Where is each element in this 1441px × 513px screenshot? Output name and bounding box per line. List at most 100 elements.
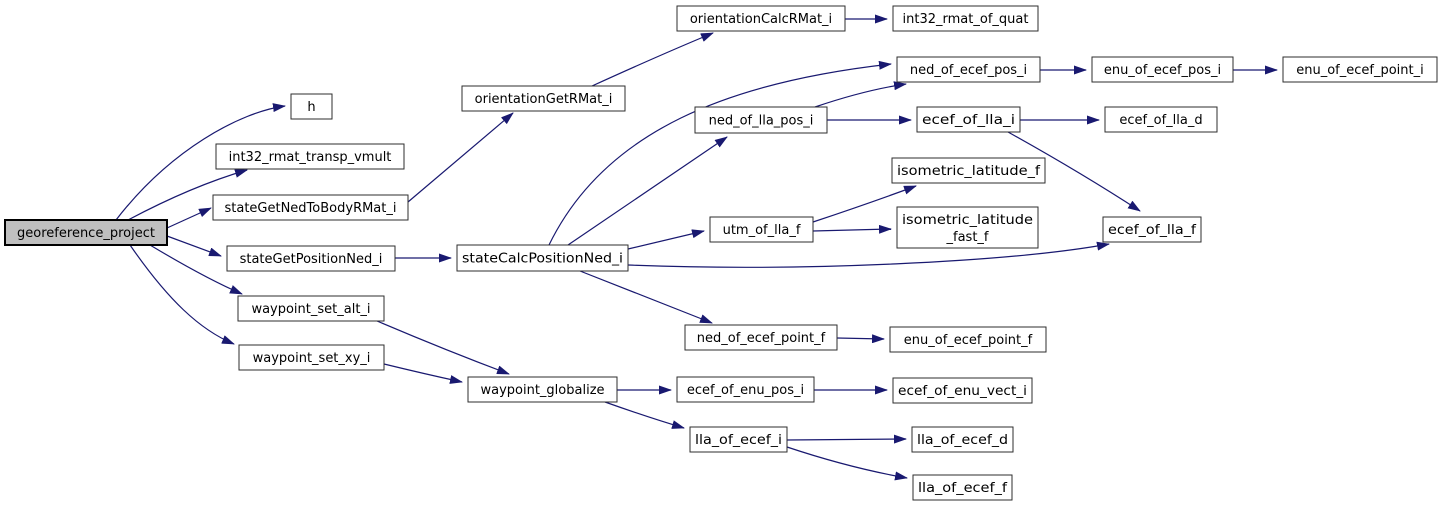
node-isometric_latitude_f[interactable]: isometric_latitude_f xyxy=(891,157,1046,184)
node-box-waypoint_set_xy_i xyxy=(238,344,385,371)
node-label-ned_of_lla_pos_i: ned_of_lla_pos_i xyxy=(709,114,814,129)
node-orientationGetRMat_i[interactable]: orientationGetRMat_i xyxy=(461,85,626,112)
node-utm_of_lla_f[interactable]: utm_of_lla_f xyxy=(709,216,814,243)
node-label-ned_of_ecef_pos_i: ned_of_ecef_pos_i xyxy=(910,63,1027,78)
node-label-waypoint_set_alt_i: waypoint_set_alt_i xyxy=(251,302,370,317)
node-enu_of_ecef_point_i[interactable]: enu_of_ecef_point_i xyxy=(1282,56,1438,83)
node-label-enu_of_ecef_pos_i: enu_of_ecef_pos_i xyxy=(1104,63,1221,78)
node-ned_of_ecef_pos_i[interactable]: ned_of_ecef_pos_i xyxy=(896,56,1041,83)
edge-orientationGetRMat_i-to-orientationCalcRMat_i xyxy=(591,32,714,87)
node-box-enu_of_ecef_pos_i xyxy=(1091,56,1234,83)
nodes-layer: georeference_project h int32_rmat_transp_v… xyxy=(4,5,1438,501)
node-label-int32_rmat_transp_vmult: int32_rmat_transp_vmult xyxy=(229,150,392,165)
edge-stateCalcPositionNed_i-to-ecef_of_lla_f xyxy=(627,241,1110,268)
node-ned_of_ecef_point_f[interactable]: ned_of_ecef_point_f xyxy=(684,324,838,351)
node-box-ned_of_ecef_point_f xyxy=(684,324,838,351)
edge-stateCalcPositionNed_i-to-ned_of_lla_pos_i xyxy=(567,136,728,246)
node-box-enu_of_ecef_point_f xyxy=(889,326,1047,353)
edge-stateCalcPositionNed_i-to-ned_of_ecef_point_f xyxy=(579,270,713,324)
node-waypoint_set_alt_i[interactable]: waypoint_set_alt_i xyxy=(237,295,385,322)
node-label-ecef_of_enu_pos_i: ecef_of_enu_pos_i xyxy=(687,383,804,398)
node-isometric_latitude_fast_f[interactable]: isometric_latitude_fast_f xyxy=(896,206,1039,249)
node-orientationCalcRMat_i[interactable]: orientationCalcRMat_i xyxy=(676,5,846,32)
node-label-ecef_of_lla_f: ecef_of_lla_f xyxy=(1108,223,1196,238)
node-box-orientationCalcRMat_i xyxy=(676,5,846,32)
node-label-stateCalcPositionNed_i: stateCalcPositionNed_i xyxy=(462,252,623,267)
node-stateGetPositionNed_i[interactable]: stateGetPositionNed_i xyxy=(226,245,396,272)
edge-georeference_project-to-waypoint_set_xy_i xyxy=(129,244,235,345)
node-box-ecef_of_lla_i xyxy=(916,106,1021,133)
node-box-georeference_project xyxy=(4,219,168,246)
node-int32_rmat_of_quat[interactable]: int32_rmat_of_quat xyxy=(892,5,1039,32)
node-label-georeference_project: georeference_project xyxy=(17,226,155,241)
edge-georeference_project-to-stateGetNedToBodyRMat_i xyxy=(166,207,212,229)
edges-layer xyxy=(115,14,1278,481)
node-int32_rmat_transp_vmult[interactable]: int32_rmat_transp_vmult xyxy=(215,143,405,170)
node-ecef_of_lla_d[interactable]: ecef_of_lla_d xyxy=(1104,106,1218,133)
node-label-waypoint_globalize: waypoint_globalize xyxy=(480,383,604,398)
edge-georeference_project-to-stateGetPositionNed_i xyxy=(166,235,222,257)
node-label-waypoint_set_xy_i: waypoint_set_xy_i xyxy=(253,351,371,366)
node-waypoint_set_xy_i[interactable]: waypoint_set_xy_i xyxy=(238,344,385,371)
node-label-isometric_latitude_fast_f: isometric_latitude_fast_f xyxy=(902,213,1033,245)
node-stateCalcPositionNed_i[interactable]: stateCalcPositionNed_i xyxy=(456,244,629,272)
node-label-lla_of_ecef_i: lla_of_ecef_i xyxy=(695,433,782,448)
edge-stateCalcPositionNed_i-to-utm_of_lla_f xyxy=(627,229,705,250)
node-box-ned_of_lla_pos_i xyxy=(694,106,828,134)
node-stateGetNedToBodyRMat_i[interactable]: stateGetNedToBodyRMat_i xyxy=(212,194,409,221)
edge-ned_of_lla_pos_i-to-ned_of_ecef_pos_i xyxy=(814,81,907,108)
node-box-stateGetNedToBodyRMat_i xyxy=(212,194,409,221)
edge-utm_of_lla_f-to-isometric_latitude_fast_f xyxy=(812,224,892,234)
edge-ned_of_ecef_point_f-to-enu_of_ecef_point_f xyxy=(836,334,885,344)
node-box-waypoint_set_alt_i xyxy=(237,295,385,322)
node-waypoint_globalize[interactable]: waypoint_globalize xyxy=(467,376,618,403)
node-label-int32_rmat_of_quat: int32_rmat_of_quat xyxy=(903,12,1029,27)
node-enu_of_ecef_point_f[interactable]: enu_of_ecef_point_f xyxy=(889,326,1047,353)
node-label-ned_of_ecef_point_f: ned_of_ecef_point_f xyxy=(697,331,826,346)
node-ecef_of_enu_vect_i[interactable]: ecef_of_enu_vect_i xyxy=(892,377,1033,404)
edge-georeference_project-to-h xyxy=(115,103,286,221)
node-label-ecef_of_lla_i: ecef_of_lla_i xyxy=(922,113,1015,128)
node-box-orientationGetRMat_i xyxy=(461,85,626,112)
edge-georeference_project-to-waypoint_set_alt_i xyxy=(149,244,243,295)
node-label-line: _fast_f xyxy=(946,230,989,245)
node-georeference_project[interactable]: georeference_project xyxy=(4,219,168,246)
node-ecef_of_lla_f[interactable]: ecef_of_lla_f xyxy=(1102,216,1202,243)
node-label-orientationCalcRMat_i: orientationCalcRMat_i xyxy=(690,12,832,27)
node-lla_of_ecef_d[interactable]: lla_of_ecef_d xyxy=(911,426,1014,453)
node-ecef_of_enu_pos_i[interactable]: ecef_of_enu_pos_i xyxy=(676,376,815,403)
node-enu_of_ecef_pos_i[interactable]: enu_of_ecef_pos_i xyxy=(1091,56,1234,83)
node-label-orientationGetRMat_i: orientationGetRMat_i xyxy=(475,92,613,107)
edge-lla_of_ecef_i-to-lla_of_ecef_d xyxy=(786,434,907,444)
edge-utm_of_lla_f-to-isometric_latitude_f xyxy=(812,185,917,223)
node-box-ecef_of_lla_f xyxy=(1102,216,1202,243)
node-ecef_of_lla_i[interactable]: ecef_of_lla_i xyxy=(916,106,1021,133)
node-label-stateGetPositionNed_i: stateGetPositionNed_i xyxy=(240,252,383,267)
node-label-lla_of_ecef_d: lla_of_ecef_d xyxy=(917,433,1008,448)
edge-lla_of_ecef_i-to-lla_of_ecef_f xyxy=(786,446,908,481)
node-lla_of_ecef_f[interactable]: lla_of_ecef_f xyxy=(912,474,1013,501)
node-box-ecef_of_enu_pos_i xyxy=(676,376,815,403)
edge-waypoint_globalize-to-lla_of_ecef_i xyxy=(604,401,685,429)
node-box-ecef_of_lla_d xyxy=(1104,106,1218,133)
node-label-ecef_of_lla_d: ecef_of_lla_d xyxy=(1119,113,1202,128)
edge-stateGetNedToBodyRMat_i-to-orientationGetRMat_i xyxy=(407,112,514,203)
node-box-int32_rmat_transp_vmult xyxy=(215,143,405,170)
node-label-utm_of_lla_f: utm_of_lla_f xyxy=(723,223,801,238)
node-h[interactable]: h xyxy=(290,93,333,120)
node-ned_of_lla_pos_i[interactable]: ned_of_lla_pos_i xyxy=(694,106,828,134)
node-label-isometric_latitude_f: isometric_latitude_f xyxy=(897,164,1040,179)
node-box-ecef_of_enu_vect_i xyxy=(892,377,1033,404)
node-box-lla_of_ecef_f xyxy=(912,474,1013,501)
node-box-isometric_latitude_fast_f xyxy=(896,206,1039,249)
node-label-h: h xyxy=(307,100,315,115)
node-label-stateGetNedToBodyRMat_i: stateGetNedToBodyRMat_i xyxy=(224,201,396,216)
node-box-stateCalcPositionNed_i xyxy=(456,244,629,272)
node-lla_of_ecef_i[interactable]: lla_of_ecef_i xyxy=(689,426,788,453)
edge-waypoint_set_xy_i-to-waypoint_globalize xyxy=(383,363,463,384)
node-label-enu_of_ecef_point_i: enu_of_ecef_point_i xyxy=(1296,63,1424,78)
node-box-utm_of_lla_f xyxy=(709,216,814,243)
node-box-waypoint_globalize xyxy=(467,376,618,403)
